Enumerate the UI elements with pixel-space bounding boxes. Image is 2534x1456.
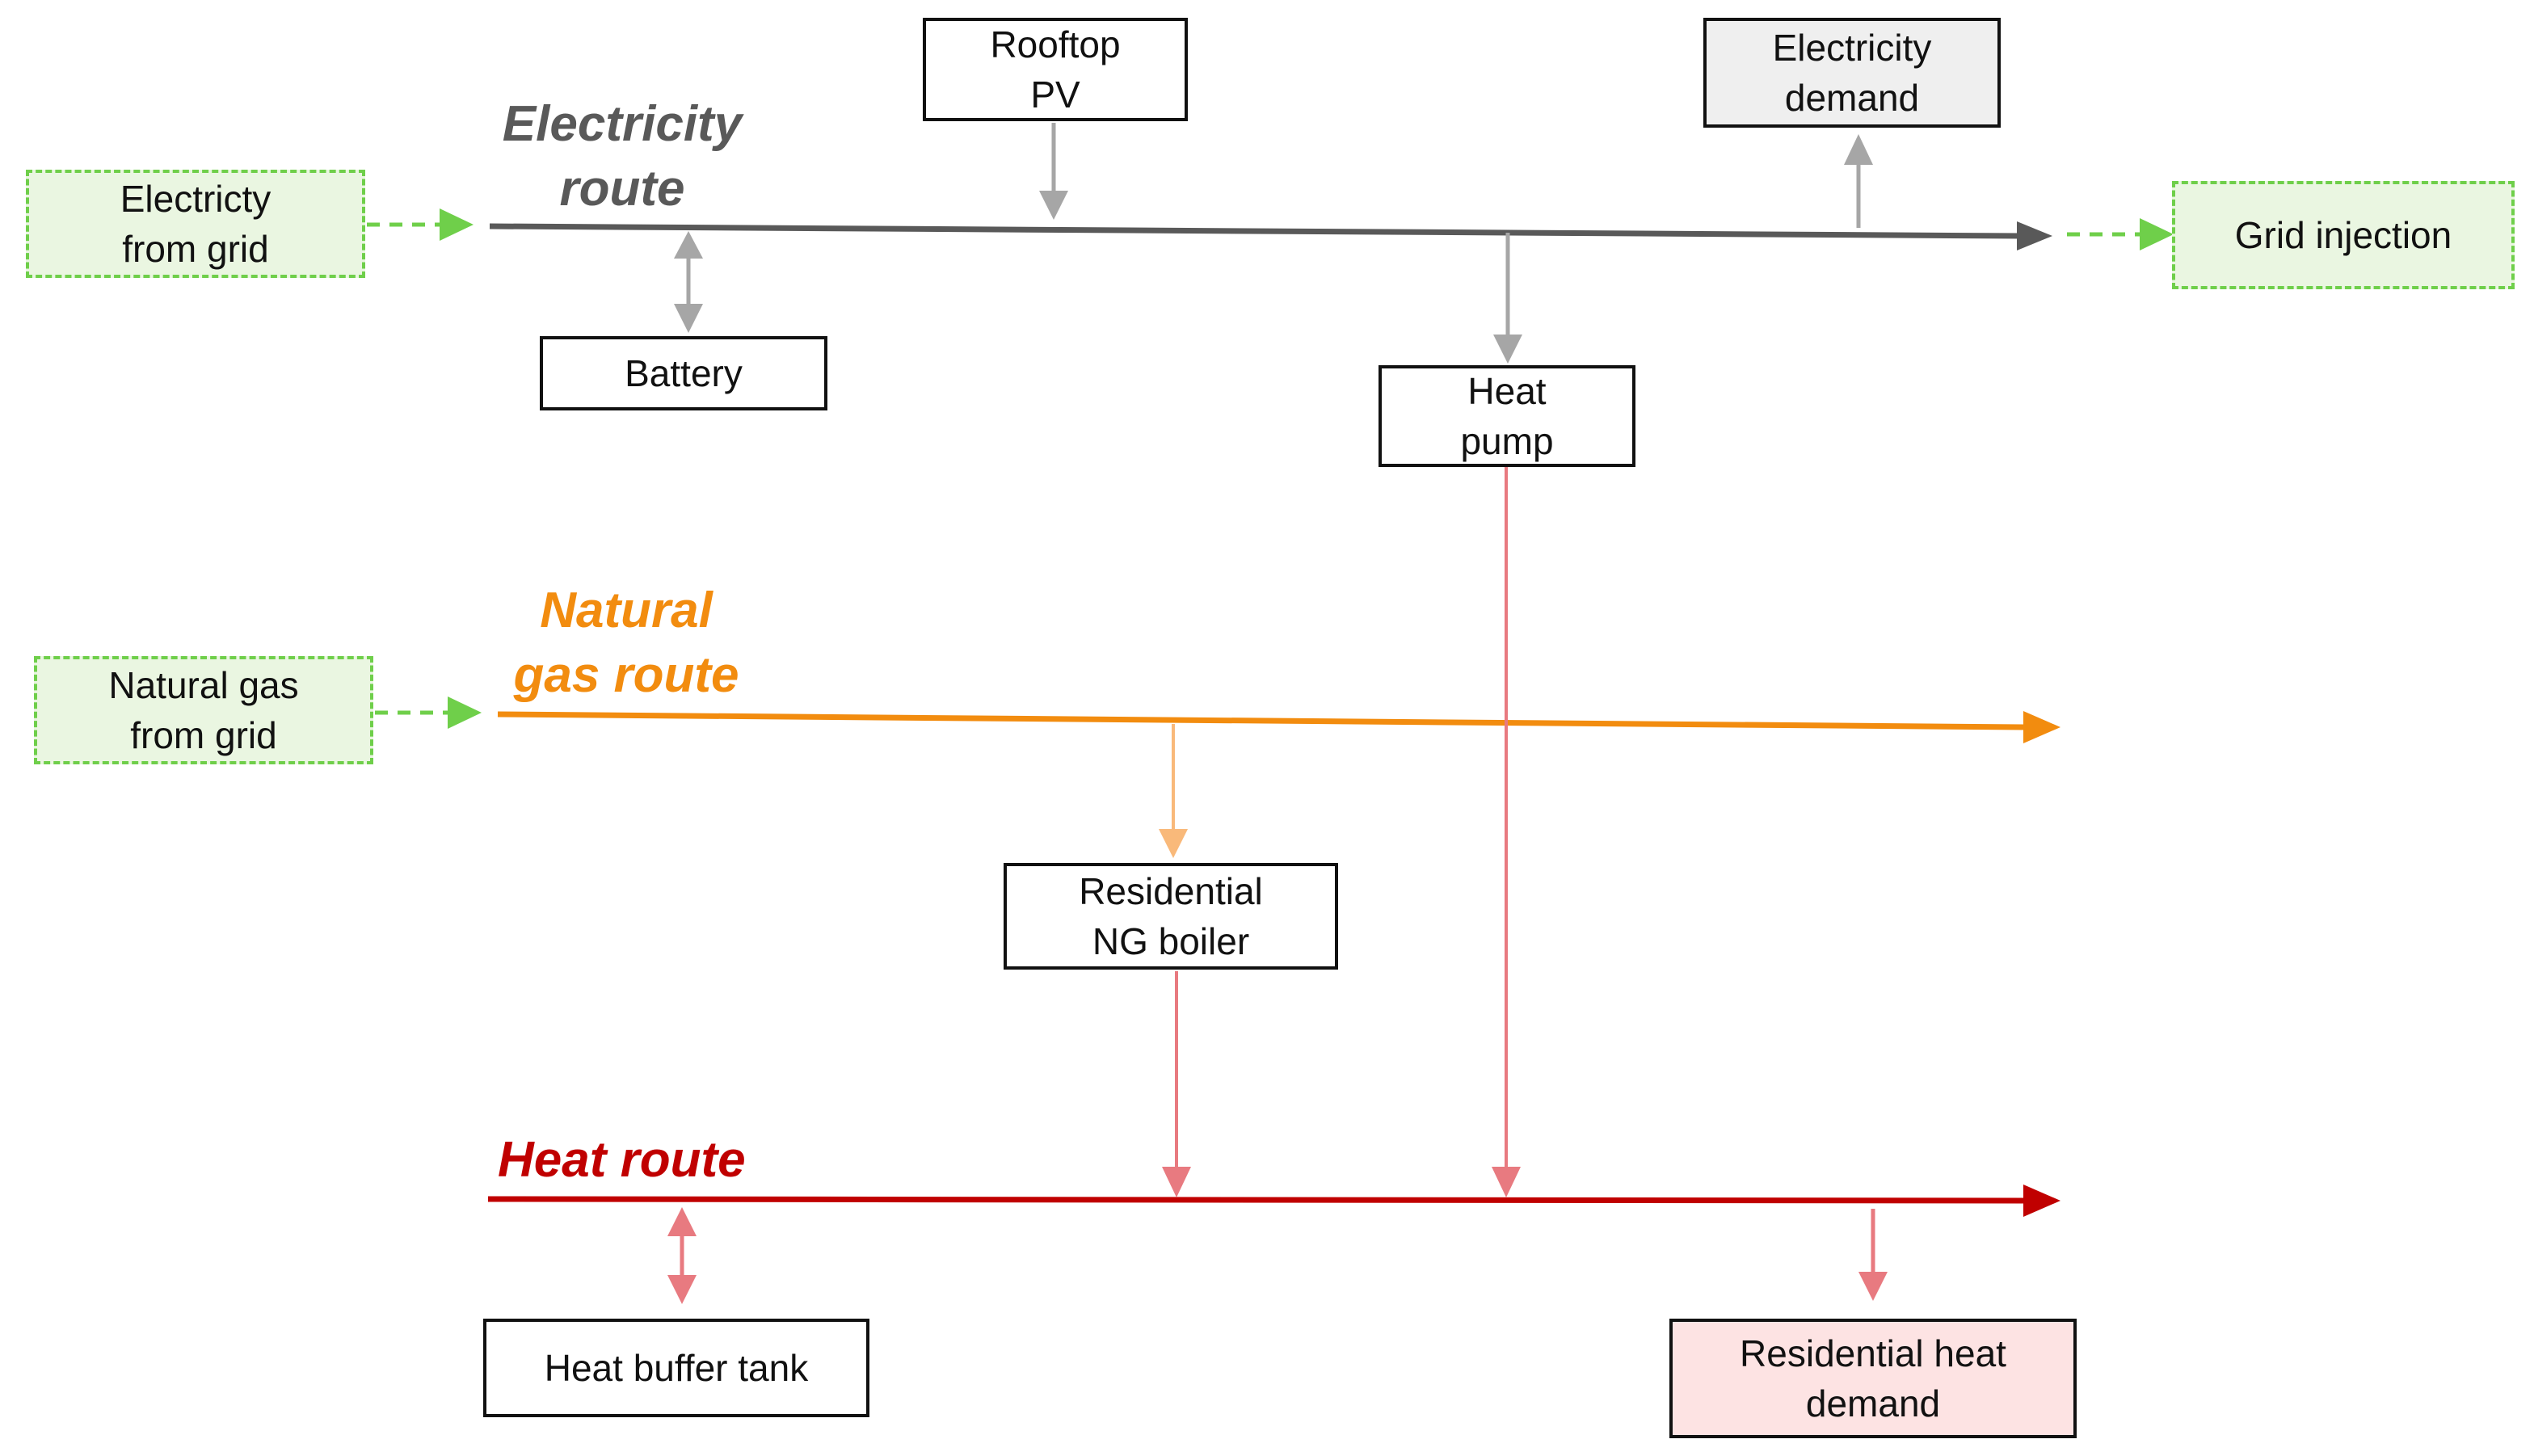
natural-gas-from-grid-box: Natural gas from grid	[34, 656, 373, 764]
electricity-from-grid-box: Electricty from grid	[26, 170, 365, 278]
heat-pump-box: Heat pump	[1379, 365, 1635, 467]
grid-injection-arrowhead	[2140, 218, 2174, 250]
grid-electricity-arrowhead	[440, 208, 474, 241]
heat-route-label: Heat route	[498, 1132, 746, 1188]
residential-ng-boiler-box: Residential NG boiler	[1004, 863, 1338, 970]
heat-pump-output-arrowhead	[1492, 1167, 1521, 1197]
grid-gas-arrowhead	[448, 696, 482, 729]
heat-buffer-tank-box: Heat buffer tank	[483, 1319, 869, 1417]
electricity-route-label: Electricity route	[502, 96, 743, 217]
boiler-to-heat-arrowhead	[1162, 1167, 1191, 1197]
heat-route-arrowhead	[2023, 1185, 2060, 1217]
battery-arrowhead-down	[674, 304, 703, 333]
heat-demand-arrowhead	[1858, 1272, 1888, 1301]
battery-arrowhead-up	[674, 231, 703, 259]
rooftop-pv-box: Rooftop PV	[923, 18, 1188, 121]
heat-buffer-arrowhead-down	[667, 1275, 697, 1304]
gas-to-boiler-arrowhead	[1159, 829, 1188, 858]
gas-route-label: Natural gas route	[513, 583, 739, 703]
gas-route-line	[497, 711, 2026, 730]
electricity-route-arrowhead	[2017, 221, 2052, 250]
electricity-demand-arrowhead	[1844, 134, 1873, 165]
electricity-route-line	[489, 223, 2021, 239]
grid-injection-box: Grid injection	[2172, 181, 2515, 289]
electricity-demand-box: Electricity demand	[1703, 18, 2001, 128]
pv-arrowhead	[1039, 191, 1068, 220]
battery-box: Battery	[540, 336, 827, 410]
heat-route-line	[487, 1196, 2026, 1204]
heat-buffer-arrowhead-up	[667, 1207, 697, 1236]
heat-pump-input-arrowhead	[1493, 335, 1522, 364]
gas-route-arrowhead	[2023, 711, 2060, 743]
residential-heat-demand-box: Residential heat demand	[1669, 1319, 2077, 1438]
